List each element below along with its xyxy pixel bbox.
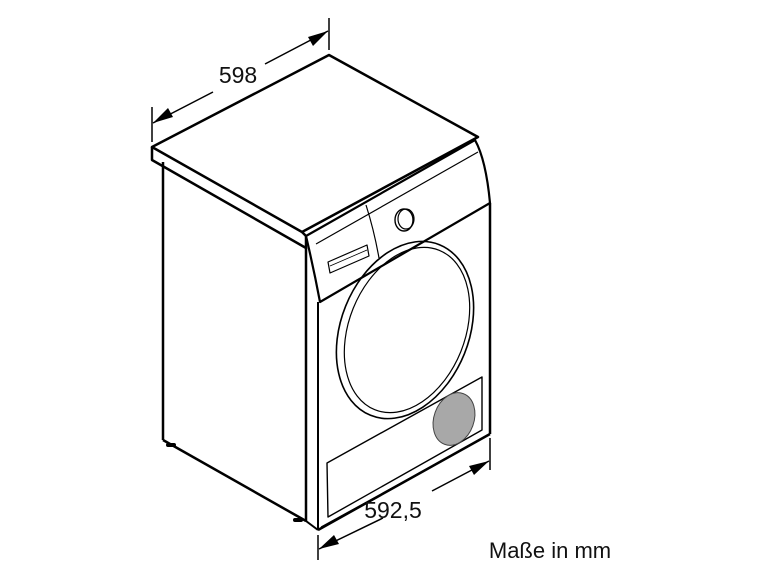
feet bbox=[166, 443, 303, 522]
door bbox=[335, 240, 475, 420]
display-window bbox=[327, 244, 370, 274]
program-knob bbox=[394, 208, 415, 232]
plinth-panel bbox=[326, 376, 483, 518]
width-dimension bbox=[151, 18, 330, 142]
top-panel bbox=[150, 53, 480, 250]
left-side bbox=[161, 162, 308, 523]
width-label: 598 bbox=[219, 62, 257, 88]
control-panel bbox=[304, 138, 492, 304]
depth-label: 592,5 bbox=[364, 497, 422, 523]
depth-dimension bbox=[317, 438, 491, 560]
front-body bbox=[305, 203, 492, 532]
vent-circle bbox=[432, 392, 476, 446]
unit-note: Maße in mm bbox=[489, 538, 611, 563]
